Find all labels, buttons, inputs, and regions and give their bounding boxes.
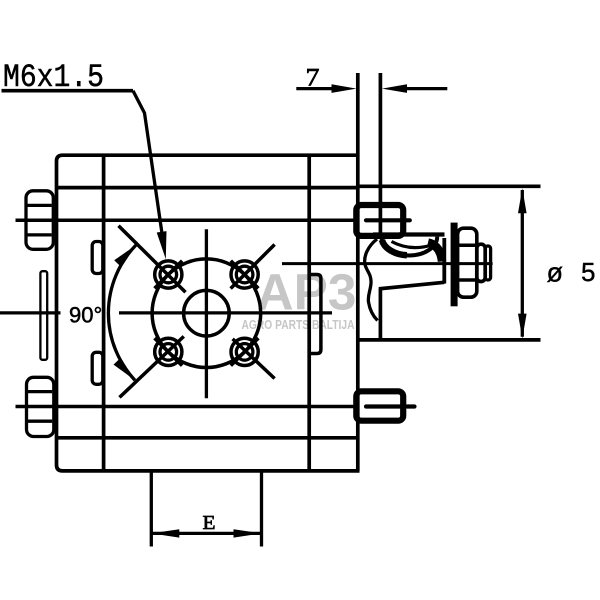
svg-text:M6x1.5: M6x1.5 bbox=[3, 59, 104, 96]
svg-text:AP3: AP3 bbox=[257, 264, 357, 321]
svg-text:90°: 90° bbox=[69, 303, 102, 328]
svg-text:5: 5 bbox=[581, 257, 595, 287]
svg-text:ø: ø bbox=[547, 258, 564, 288]
svg-text:AGRO PARTS BALTIJA: AGRO PARTS BALTIJA bbox=[242, 318, 355, 332]
svg-text:7: 7 bbox=[306, 65, 320, 92]
svg-text:E: E bbox=[203, 512, 216, 534]
